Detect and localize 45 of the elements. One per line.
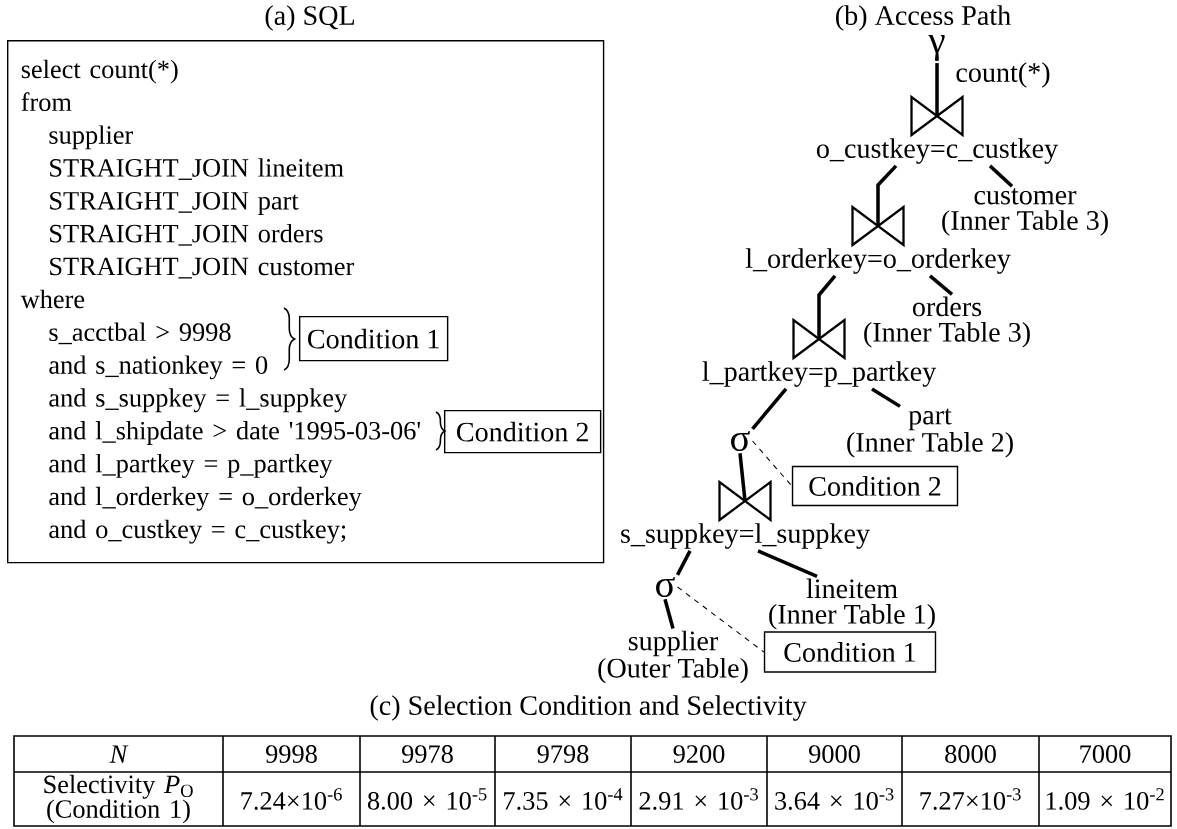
node-label: l_orderkey=o_orderkey [745,248,1011,274]
connector-line [675,550,692,576]
condition-box: Condition 1 [763,631,937,673]
connector-line [928,274,954,296]
table-cell: 1.09 × 10$^{-2}$ [1046,788,1164,810]
table-cell: 9998 [266,745,317,763]
table-cell: 7000 [1080,745,1131,763]
table-cell: 2.91 × 10$^{-3}$ [639,788,758,810]
table-cell: 7.27×10$^{-3}$ [920,788,1021,810]
table-label: supplier (Outer Table) [598,630,748,684]
condition-box: Condition 2 [443,409,602,454]
operator-symbol: σ [731,430,750,452]
table-label: lineitem (Inner Table 1) [769,578,935,630]
connector-line [757,549,818,579]
panel-title: (b) Access Path [836,5,1011,31]
connector-line [751,387,788,430]
table-label: customer (Inner Table 3) [942,188,1108,236]
panel-title: (c) Selection Condition and Selectivity [370,695,807,721]
table-cell: 7.35 × 10$^{-4}$ [504,788,623,810]
table-cell: N [109,745,129,763]
table-cell: 9200 [673,745,725,763]
table-label: orders (Inner Table 3) [864,296,1030,348]
table-cell: 9978 [402,745,453,763]
table-cell: 7.24×10$^{-6}$ [241,788,342,810]
operator-symbol: γ [928,35,945,61]
node-label: o_custkey=c_custkey [816,138,1059,164]
table-cell: 8000 [945,745,996,763]
table-cell: 3.64 × 10$^{-3}$ [775,788,894,810]
table-label: part (Inner Table 2) [847,408,1013,458]
node-label: l_partkey=p_partkey [702,361,937,387]
table-cell: 9000 [809,745,860,763]
condition-box: Condition 1 [298,315,449,362]
join-operator: o_custkey=c_custkey [816,94,1059,164]
connector-line [663,598,675,629]
table-cell: Selectivity P$_{O}$ (Condition 1) [44,774,193,824]
connector-line [871,387,901,408]
operator-label: count(*) [956,62,1050,88]
leader-line [752,440,793,487]
condition-box: Condition 2 [791,465,959,507]
table-cell: 8.00 × 10$^{-5}$ [367,788,487,810]
table-cell: 9798 [537,745,589,763]
operator-symbol: σ [656,576,675,598]
panel-title: (a) SQL [265,5,354,31]
node-label: s_suppkey=l_suppkey [621,523,870,549]
connector-line [988,164,1014,188]
